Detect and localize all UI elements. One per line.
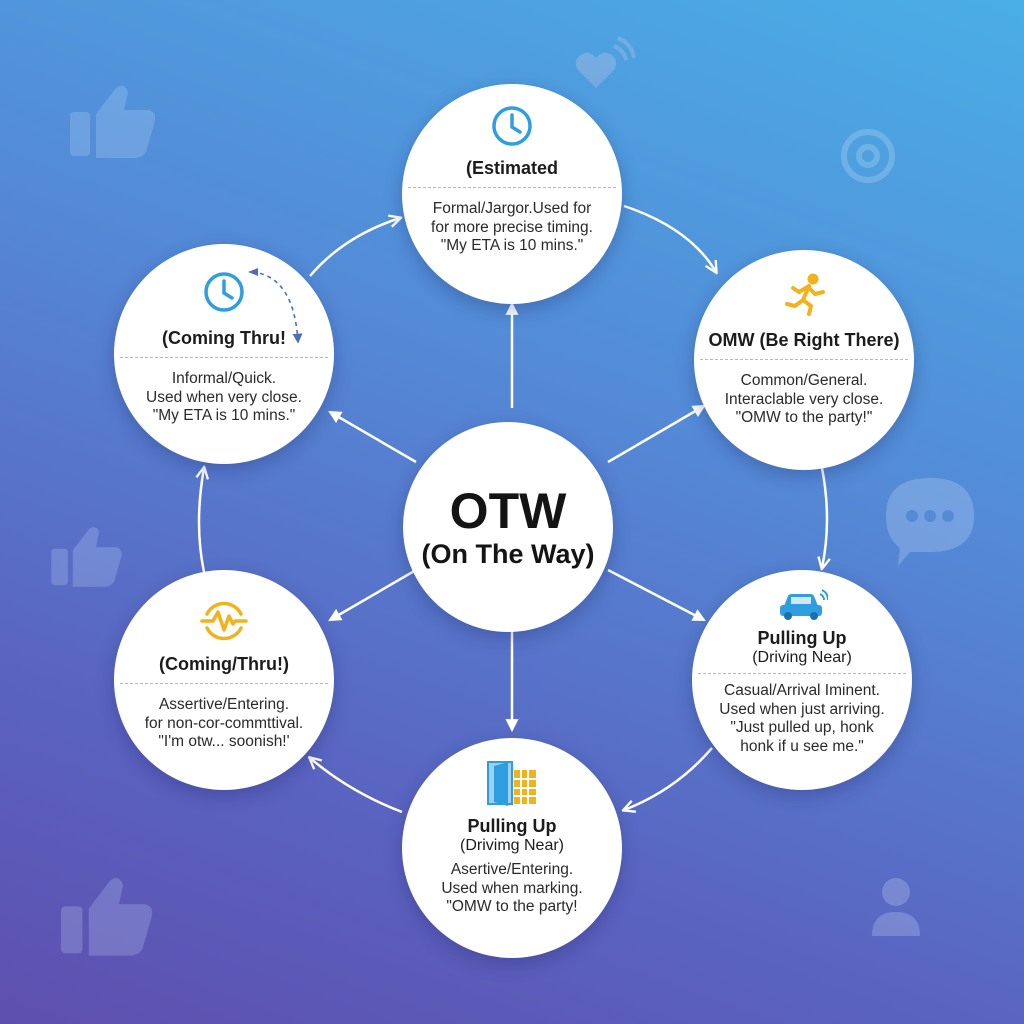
description-line: Asertive/Entering. bbox=[450, 861, 574, 878]
node-coming-thru-upper: (Coming Thru! Informal/Quick. Used when … bbox=[114, 244, 334, 464]
description-line: Formal/Jargor.Used for bbox=[432, 200, 592, 217]
clock-icon bbox=[204, 272, 244, 312]
clock-icon bbox=[492, 106, 532, 146]
node-title: (Coming/Thru!) bbox=[159, 654, 289, 674]
cycle-bottom-to-lower-left bbox=[310, 758, 403, 814]
node-subtitle: (Driving Near) bbox=[752, 649, 852, 666]
description-line: Casual/Arrival Iminent. bbox=[724, 682, 880, 699]
description-line: honk if u see me." bbox=[740, 737, 864, 755]
node-title: Pulling Up bbox=[467, 816, 557, 836]
description-line: "Just pulled up, honk bbox=[730, 719, 874, 736]
node-title: OMW (Be Right There) bbox=[708, 330, 900, 350]
thumbs-up-icon bbox=[70, 85, 156, 158]
heart-wifi-icon bbox=[575, 36, 636, 88]
divider bbox=[698, 673, 906, 674]
cycle-lower-left-to-upper-left bbox=[199, 468, 204, 573]
node-estimated: (Estimated Formal/Jargor.Used for for mo… bbox=[402, 84, 622, 304]
spoke-to-upper-right bbox=[607, 404, 706, 464]
description-line: for non-cor-commttival. bbox=[144, 714, 304, 732]
cycle-upper-right-to-lower-right bbox=[822, 467, 827, 568]
node-pulling-up-right: Pulling Up (Driving Near) Casual/Arrival… bbox=[692, 570, 912, 790]
description-line: Assertive/Entering. bbox=[158, 696, 290, 713]
at-sign-icon bbox=[841, 129, 895, 183]
description-line: Used when marking. bbox=[441, 879, 583, 897]
center-title: OTW bbox=[449, 483, 567, 539]
spoke-to-lower-right bbox=[607, 568, 706, 622]
person-icon bbox=[872, 878, 920, 936]
pulse-icon bbox=[200, 601, 248, 641]
description-line: Interaclable very close. bbox=[724, 390, 884, 408]
thumbs-up-icon bbox=[61, 878, 153, 956]
description-line: Used when very close. bbox=[146, 388, 302, 406]
cycle-upper-left-to-top bbox=[309, 218, 400, 277]
divider bbox=[120, 683, 328, 684]
description-line: "I'm otw... soonish!' bbox=[158, 733, 290, 750]
car-icon bbox=[780, 589, 828, 620]
cycle-top-to-upper-right bbox=[623, 204, 716, 272]
node-coming-thru-lower: (Coming/Thru!) Assertive/Entering. for n… bbox=[114, 570, 334, 790]
chat-bubble-icon bbox=[886, 478, 974, 566]
spoke-to-lower-left bbox=[328, 568, 417, 622]
thumbs-up-icon bbox=[51, 527, 122, 587]
spoke-to-upper-left bbox=[328, 410, 417, 464]
center-subtitle: (On The Way) bbox=[421, 539, 595, 569]
node-title: (Coming Thru! bbox=[162, 328, 286, 348]
divider bbox=[700, 359, 908, 360]
cycle-lower-right-to-bottom bbox=[624, 747, 713, 810]
running-person-icon bbox=[785, 273, 825, 316]
description-line: Common/General. bbox=[740, 372, 868, 389]
node-pulling-up-bottom: Pulling Up (Drivimg Near) Asertive/Enter… bbox=[402, 738, 622, 958]
description-line: "My ETA is 10 mins." bbox=[152, 407, 296, 424]
divider bbox=[408, 187, 616, 188]
node-title: (Estimated bbox=[465, 158, 559, 178]
node-subtitle: (Drivimg Near) bbox=[460, 837, 564, 854]
description-line: Informal/Quick. bbox=[171, 370, 277, 387]
center-node: OTW (On The Way) bbox=[403, 422, 613, 632]
description-line: "OMW to the party! bbox=[446, 898, 578, 915]
dashed-arc-arrow bbox=[248, 268, 303, 344]
node-omw: OMW (Be Right There) Common/General. Int… bbox=[694, 250, 914, 470]
description-line: "My ETA is 10 mins." bbox=[440, 237, 584, 254]
description-line: "OMW to the party!" bbox=[735, 409, 873, 426]
description-line: Used when just arriving. bbox=[719, 700, 885, 718]
divider bbox=[120, 357, 328, 358]
node-title: Pulling Up bbox=[757, 628, 847, 648]
description-line: for more precise timing. bbox=[431, 218, 593, 236]
door-icon bbox=[487, 761, 536, 806]
